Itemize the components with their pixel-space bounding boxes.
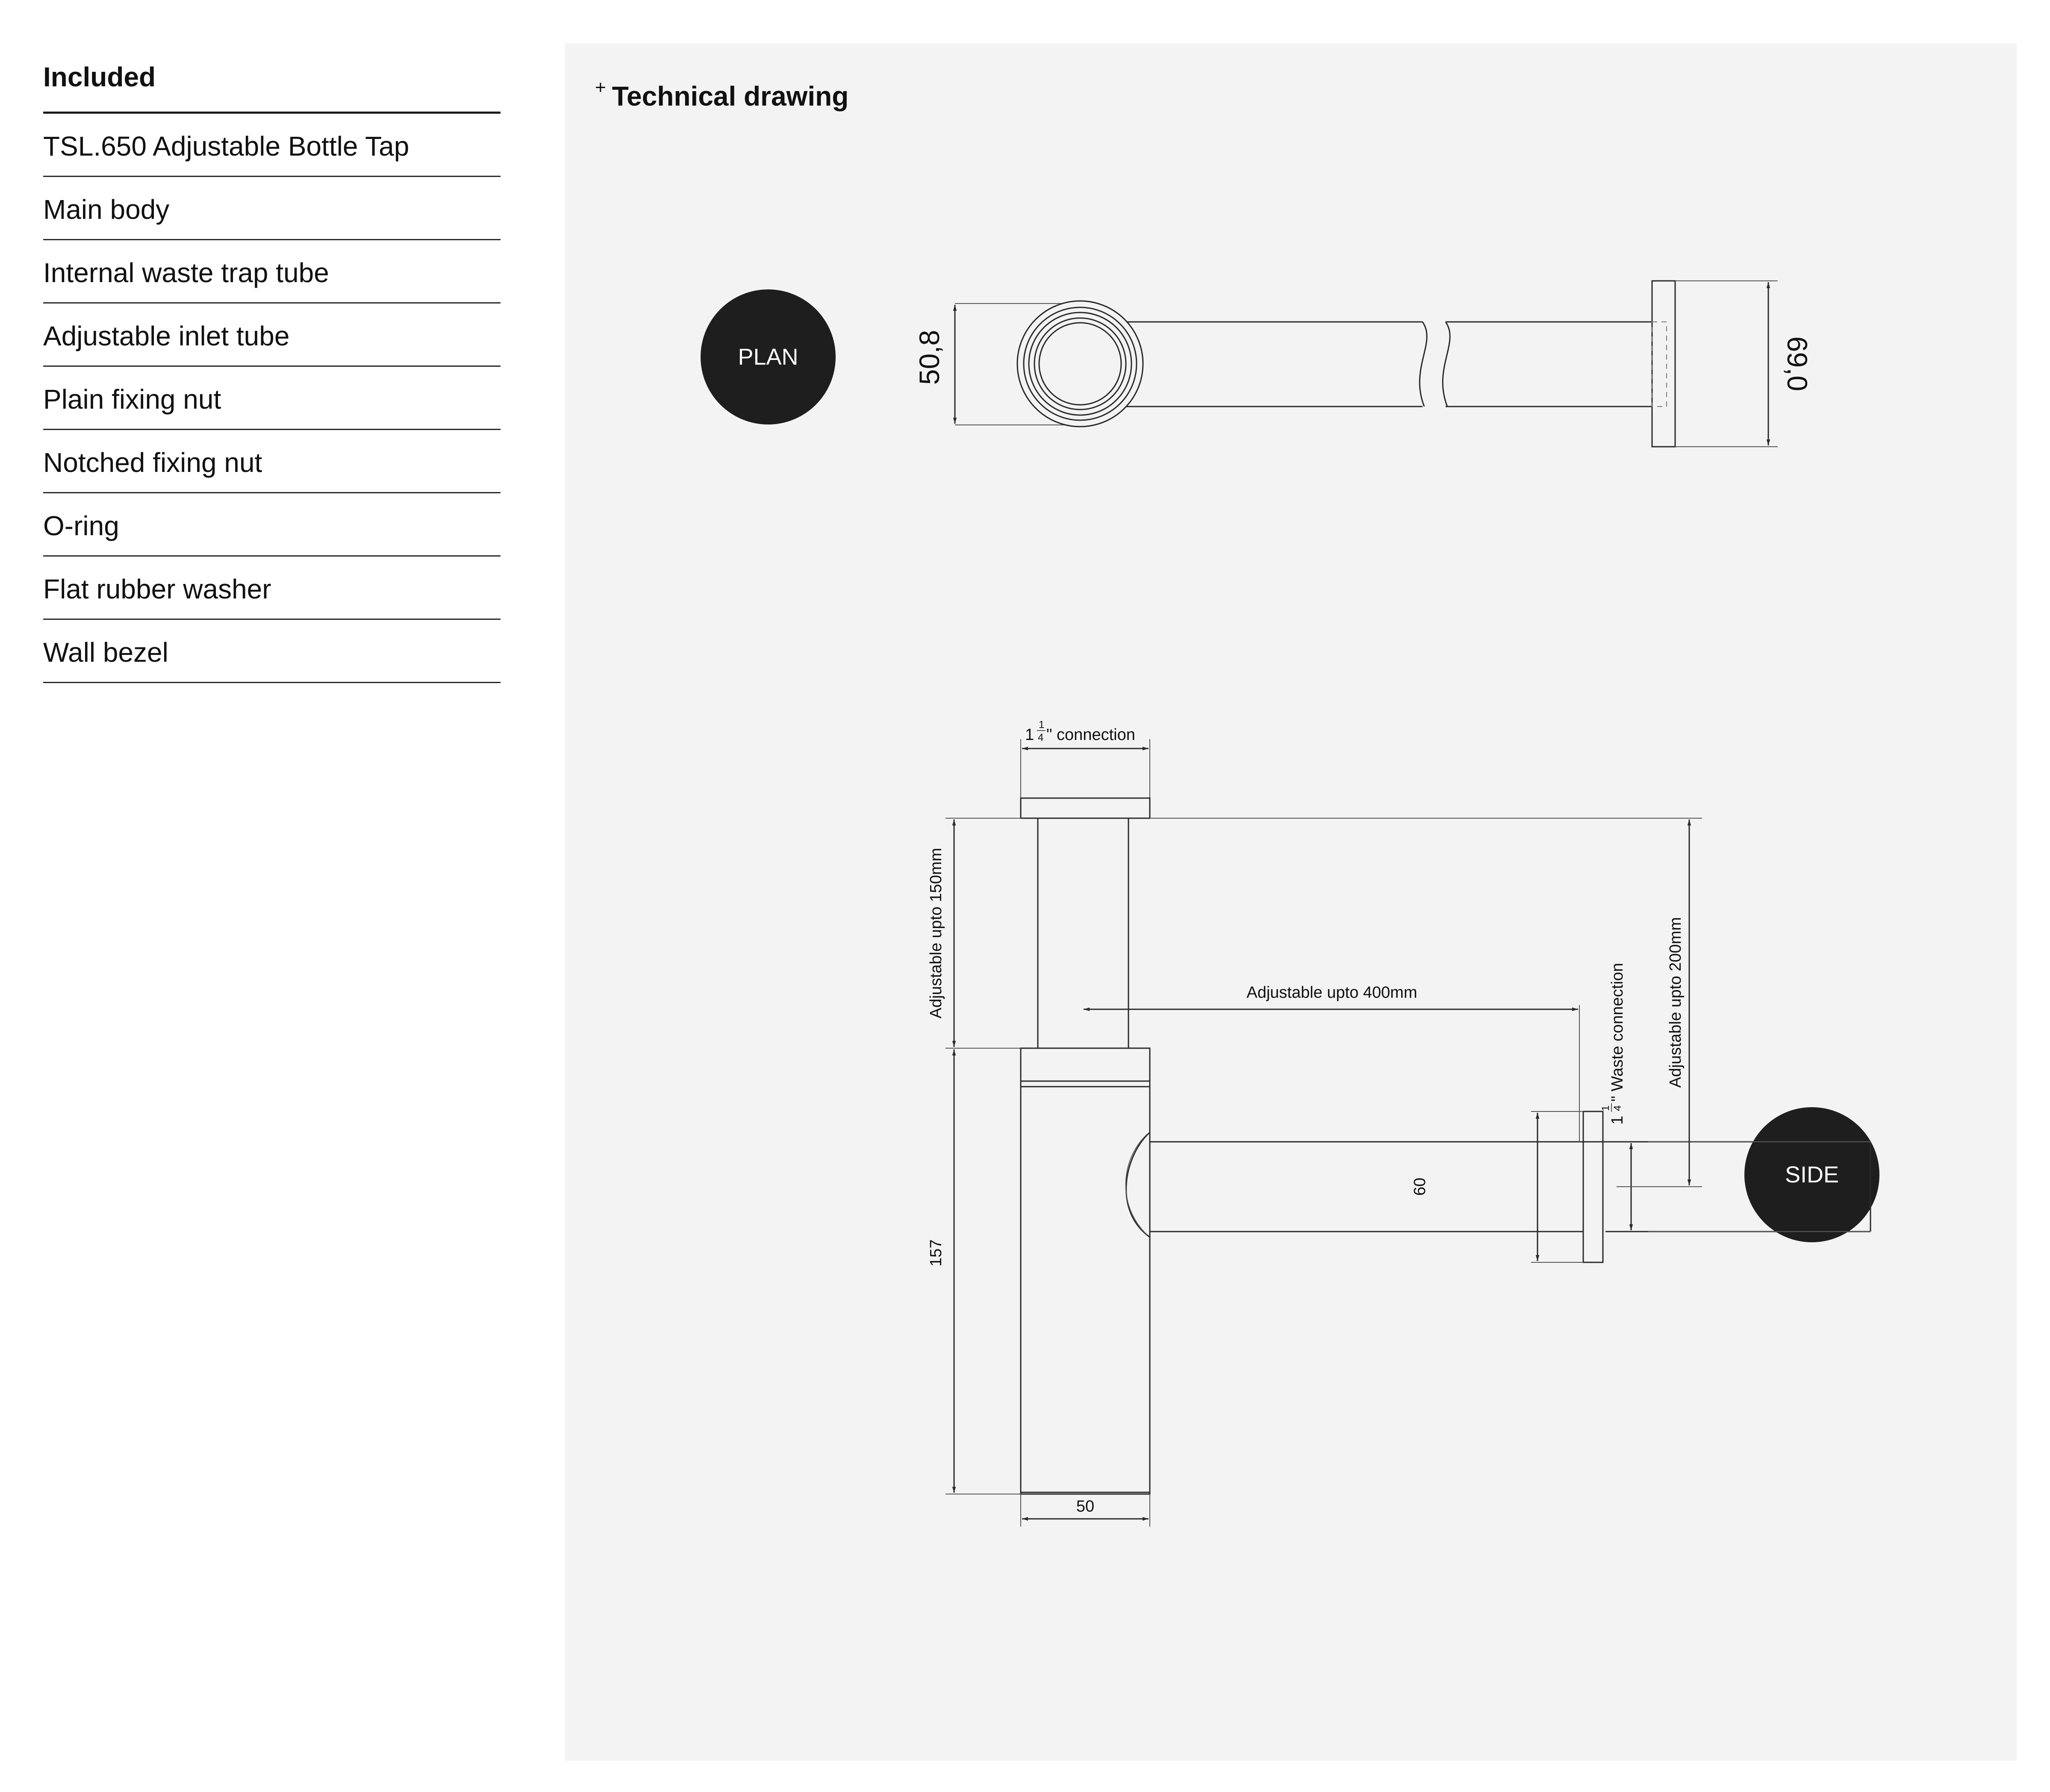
side-badge: [1744, 1107, 1879, 1242]
side-dim-200: Adjustable upto 200mm: [1150, 818, 1702, 1187]
side-connection-label: " connection: [1046, 726, 1135, 744]
included-item: Notched fixing nut: [43, 430, 501, 493]
side-wall-bezel: [1582, 1111, 1604, 1263]
panel-title-text: Technical drawing: [612, 81, 849, 112]
side-top-nut: [1020, 797, 1151, 819]
side-dim-50: 50: [1020, 1494, 1150, 1527]
plan-wall-bezel: 69,0: [1651, 280, 1813, 448]
side-waste-whole: 1: [1608, 1116, 1626, 1125]
side-connection-num: 1: [1039, 719, 1044, 731]
side-badge-label: SIDE: [1785, 1162, 1839, 1188]
side-waste-label: " Waste connection: [1608, 963, 1626, 1102]
side-dim-connection: 1 1 4 " connection: [1020, 719, 1150, 798]
plan-badge-label: PLAN: [738, 344, 798, 370]
plan-dim-diameter: 50,8: [913, 303, 1076, 425]
side-dim-157-label: 157: [927, 1239, 945, 1266]
included-item: Plain fixing nut: [43, 367, 501, 430]
included-item: O-ring: [43, 493, 501, 557]
side-view: SIDE 1 1 4 " connection: [927, 719, 1879, 1527]
technical-drawing-svg: PLAN 50,8: [701, 280, 1879, 1527]
side-dim-157: 157: [927, 1049, 1021, 1494]
plan-view: PLAN 50,8: [701, 280, 1813, 448]
side-dim-60-label: 60: [1411, 1178, 1429, 1196]
side-dim-50-label: 50: [1076, 1497, 1094, 1515]
side-dim-60: 60: [1411, 1111, 1583, 1263]
plan-dim-diameter-label: 50,8: [913, 330, 945, 385]
side-connection-den: 4: [1038, 732, 1043, 743]
side-waste-num: 1: [1600, 1105, 1611, 1111]
included-item: Main body: [43, 177, 501, 240]
included-item: Adjustable inlet tube: [43, 304, 501, 367]
included-list: Included TSL.650 Adjustable Bottle Tap M…: [43, 56, 501, 683]
side-dim-waste: 1 1 4 " Waste connection: [1600, 963, 1870, 1232]
included-item: TSL.650 Adjustable Bottle Tap: [43, 114, 501, 177]
side-elbow: [1125, 1132, 1155, 1238]
side-dim-150: Adjustable upto 150mm: [927, 818, 1021, 1049]
side-waste-den: 4: [1612, 1105, 1623, 1111]
side-adj-200-label: Adjustable upto 200mm: [1667, 917, 1685, 1088]
plan-pipe: [1116, 321, 1652, 407]
included-item: Internal waste trap tube: [43, 240, 501, 304]
side-connection-whole: 1: [1025, 726, 1034, 744]
panel-title: + Technical drawing: [595, 78, 848, 110]
side-main-body: [1020, 1086, 1151, 1495]
plan-trap-rings: [1016, 300, 1144, 427]
side-dim-400: Adjustable upto 400mm: [1084, 984, 1580, 1142]
included-item: Wall bezel: [43, 620, 501, 683]
side-adj-150-label: Adjustable upto 150mm: [927, 848, 945, 1018]
plan-badge: [701, 289, 836, 424]
included-title: Included: [43, 56, 501, 114]
included-item: Flat rubber washer: [43, 557, 501, 620]
side-adj-400-label: Adjustable upto 400mm: [1246, 984, 1417, 1002]
plan-dim-bezel-label: 69,0: [1782, 336, 1813, 391]
technical-drawing-panel: + Technical drawing PLAN 50,8: [565, 43, 2017, 1761]
plus-icon: +: [595, 77, 606, 98]
